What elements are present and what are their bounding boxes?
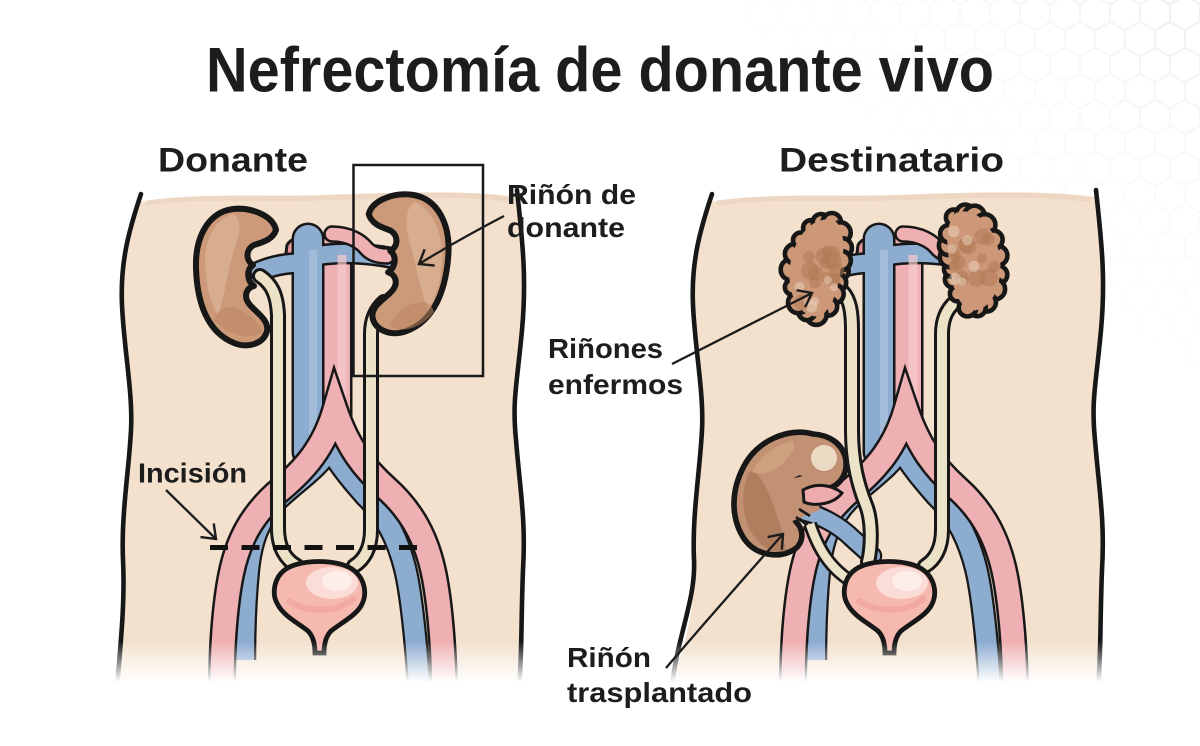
svg-text:Incisión: Incisión	[138, 458, 247, 489]
svg-text:Riñón de: Riñón de	[507, 179, 636, 210]
svg-text:Riñones: Riñones	[548, 333, 663, 364]
svg-text:enfermos: enfermos	[548, 369, 683, 400]
svg-text:trasplantado: trasplantado	[567, 677, 752, 708]
svg-text:Donante: Donante	[158, 142, 308, 180]
svg-text:Nefrectomía de donante vivo: Nefrectomía de donante vivo	[206, 36, 994, 106]
svg-text:Riñón: Riñón	[567, 642, 651, 673]
svg-text:donante: donante	[507, 212, 625, 243]
svg-text:Destinatario: Destinatario	[779, 142, 1004, 180]
